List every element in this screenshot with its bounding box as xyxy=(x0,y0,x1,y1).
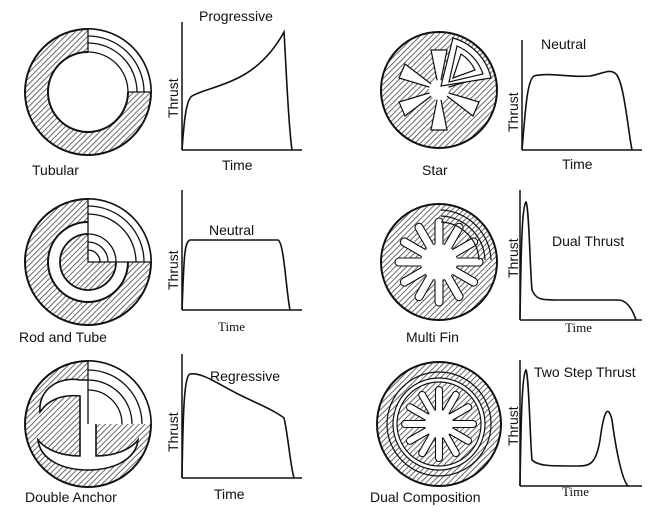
anchor-x-axis-label: Time xyxy=(214,486,245,502)
fin-slot xyxy=(434,273,444,307)
fin-slot xyxy=(400,419,430,429)
tubular-x-axis-label: Time xyxy=(222,157,253,173)
fin-slot xyxy=(418,430,438,458)
rodtube-y-axis-label: Thrust xyxy=(165,250,181,290)
multifin-x-axis-label: Time xyxy=(565,320,592,335)
fin-slot xyxy=(445,425,473,445)
fin-slot xyxy=(418,390,438,418)
rodtube-profile-label: Neutral xyxy=(209,222,255,238)
fin-slot xyxy=(440,430,460,458)
multifin-profile-label: Dual Thrust xyxy=(552,233,625,249)
rodtube-grain-icon xyxy=(24,198,152,326)
anchor-y-axis-label: Thrust xyxy=(165,412,181,452)
dualcomp-x-axis-label: Time xyxy=(562,484,589,499)
star-y-axis-label: Thrust xyxy=(505,92,521,132)
anchor-grain-icon xyxy=(24,360,152,488)
fin-slot xyxy=(394,257,428,267)
star-grain-icon xyxy=(380,31,498,149)
rodtube-thrust-curve xyxy=(181,190,302,311)
fin-slot xyxy=(448,419,478,429)
multifin-thrust-curve xyxy=(519,190,642,321)
dualcomp-profile-label: Two Step Thrust xyxy=(534,364,636,380)
fin-slot xyxy=(405,403,433,423)
dualcomp-thrust-curve xyxy=(519,360,642,487)
fin-slot xyxy=(405,425,433,445)
fin-slot xyxy=(434,433,444,463)
star-grain-label: Star xyxy=(422,162,448,178)
star-x-axis-label: Time xyxy=(562,156,593,172)
dualcomp-grain-icon xyxy=(376,361,502,487)
tubular-grain-label: Tubular xyxy=(32,162,79,178)
tubular-profile-label: Progressive xyxy=(199,8,273,24)
fin-slot xyxy=(440,390,460,418)
tubular-y-axis-label: Thrust xyxy=(165,78,181,118)
multifin-grain-label: Multi Fin xyxy=(406,329,459,345)
tubular-grain-icon xyxy=(24,28,152,156)
rodtube-x-axis-label: Time xyxy=(218,319,245,334)
anchor-grain-label: Double Anchor xyxy=(25,489,117,505)
fin-slot xyxy=(434,385,444,415)
multifin-y-axis-label: Thrust xyxy=(505,238,521,278)
star-profile-label: Neutral xyxy=(541,36,587,52)
tubular-thrust-curve xyxy=(181,22,302,151)
anchor-profile-label: Regressive xyxy=(210,368,281,384)
dualcomp-y-axis-label: Thrust xyxy=(505,406,521,446)
anchor-thrust-curve xyxy=(181,354,302,479)
dualcomp-grain-label: Dual Composition xyxy=(370,489,481,505)
multifin-grain-icon xyxy=(380,203,498,321)
star-thrust-curve xyxy=(521,40,642,151)
rodtube-grain-label: Rod and Tube xyxy=(19,329,107,345)
fin-slot xyxy=(445,403,473,423)
